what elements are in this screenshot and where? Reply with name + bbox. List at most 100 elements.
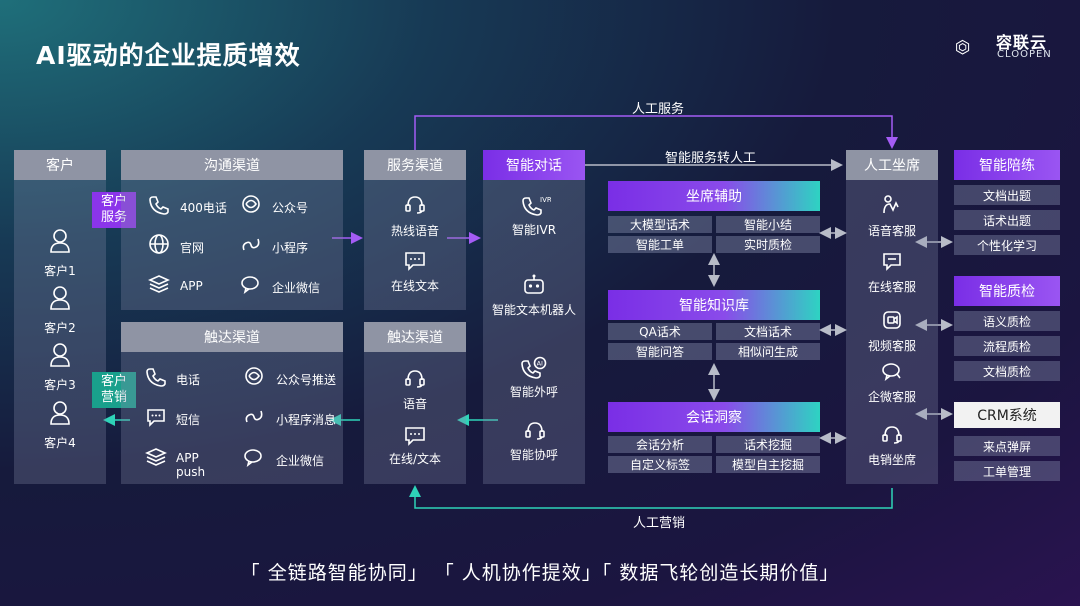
agent-item-voice: 语音客服 (867, 224, 916, 238)
training-header: 智能陪练 (954, 150, 1060, 180)
customer-2: 客户2 (44, 321, 76, 335)
comm-item-app: APP (180, 279, 203, 293)
smart-item-text-bot: 智能文本机器人 (491, 303, 576, 317)
kb-cell-smart-qa: 智能问答 (608, 343, 712, 360)
wechat-official-icon (245, 367, 263, 385)
chat-icon (405, 252, 425, 271)
assist-cell-llm-script: 大模型话术 (608, 216, 712, 233)
customer-panel (14, 150, 106, 484)
assist-cell-realtime-qc: 实时质检 (716, 236, 820, 253)
smart-dialog-header: 智能对话 (483, 150, 585, 180)
headset-icon (405, 370, 425, 388)
training-item-doc: 文档出题 (954, 185, 1060, 205)
page-title: AI驱动的企业提质增效 (36, 41, 301, 70)
smart-dialog-panel (483, 150, 585, 484)
manual-marketing-label: 人工营销 (633, 516, 686, 531)
svg-text:AI: AI (537, 360, 543, 368)
insight-cell-custom-tag: 自定义标签 (608, 456, 712, 473)
qc-item-process: 流程质检 (954, 336, 1060, 356)
user-icon (50, 343, 70, 367)
human-agent-header: 人工坐席 (846, 150, 938, 180)
video-agent-icon (883, 311, 901, 329)
manual-service-label: 人工服务 (632, 102, 685, 117)
reach-mid-item-online: 在线/文本 (388, 452, 442, 466)
crm-item-ticket: 工单管理 (954, 461, 1060, 481)
insight-cell-mining: 话术挖掘 (716, 436, 820, 453)
wecom-icon (241, 276, 259, 294)
agent-item-video: 视频客服 (867, 339, 916, 353)
sms-icon (147, 409, 165, 427)
wecom-agent-icon (882, 363, 901, 381)
agent-assist-header: 坐席辅助 (608, 181, 820, 211)
agent-item-online: 在线客服 (867, 280, 916, 294)
reach-item-phone: 电话 (176, 373, 201, 387)
service-channel-header: 服务渠道 (364, 150, 466, 180)
kb-cell-similar: 相似问生成 (716, 343, 820, 360)
user-icon (50, 286, 70, 310)
crm-header: CRM系统 (954, 402, 1060, 428)
smart-item-outbound: 智能外呼 (509, 385, 558, 399)
ivr-phone-icon: IVR (522, 196, 551, 216)
footer-slogan: 「 全链路智能协同」 「 人机协作提效」「 数据飞轮创造长期价值」 (240, 562, 840, 584)
smart-item-ivr: 智能IVR (511, 223, 557, 237)
qc-item-document: 文档质检 (954, 361, 1060, 381)
wechat-official-icon (242, 195, 260, 213)
session-insight-header: 会话洞察 (608, 402, 820, 432)
comm-item-wecom: 企业微信 (272, 281, 321, 295)
manual-service-line (414, 115, 898, 150)
qc-header: 智能质检 (954, 276, 1060, 306)
cloopen-logo-icon (956, 39, 970, 55)
service-item-online-text: 在线文本 (390, 279, 439, 293)
telesales-icon (882, 426, 902, 444)
mini-program-icon (242, 238, 260, 251)
agent-item-wecom: 企微客服 (867, 390, 916, 404)
reach-item-wecom: 企业微信 (276, 454, 325, 468)
brand-subtitle: CLOOPEN (997, 49, 1052, 60)
phone-icon (146, 368, 166, 387)
chat-icon (405, 427, 425, 446)
agent-item-telesales: 电销坐席 (867, 453, 916, 467)
manual-marketing-line (409, 485, 893, 509)
smart-item-assist: 智能协呼 (509, 448, 558, 462)
comm-item-mini: 小程序 (272, 241, 309, 255)
service-item-hotline: 热线语音 (390, 224, 439, 238)
comm-channel-header: 沟通渠道 (121, 150, 343, 180)
customer-3: 客户3 (44, 378, 76, 392)
mini-program-icon (245, 410, 263, 423)
layers-icon (148, 275, 170, 293)
customer-header: 客户 (14, 150, 106, 180)
training-item-script: 话术出题 (954, 210, 1060, 230)
user-icon (50, 401, 70, 425)
reach-item-sms: 短信 (176, 413, 201, 427)
ai-outbound-icon: AI (521, 356, 547, 379)
brand-name: 容联云 (996, 33, 1048, 52)
customer-marketing-tag: 客户营销 (92, 372, 136, 408)
ai-to-agent-label: 智能服务转人工 (665, 151, 757, 166)
globe-icon (149, 234, 169, 254)
reach-mid-item-voice: 语音 (402, 397, 427, 411)
comm-item-official: 公众号 (272, 201, 309, 215)
svg-text:IVR: IVR (540, 196, 551, 204)
reach-item-mini-msg: 小程序消息 (276, 413, 337, 427)
customer-service-tag: 客户服务 (92, 192, 136, 228)
assist-call-icon (525, 422, 545, 440)
reach-channel-mid-header: 触达渠道 (364, 322, 466, 352)
customer-1: 客户1 (44, 264, 76, 278)
online-agent-icon (883, 253, 901, 271)
reach-item-official-push: 公众号推送 (276, 373, 337, 387)
crm-item-popup: 来点弹屏 (954, 436, 1060, 456)
knowledge-base-header: 智能知识库 (608, 290, 820, 320)
kb-cell-qa: QA话术 (608, 323, 712, 340)
training-item-personal: 个性化学习 (954, 235, 1060, 255)
comm-item-400: 400电话 (180, 201, 227, 215)
comm-item-website: 官网 (180, 241, 205, 255)
reach-channel-header: 触达渠道 (121, 322, 343, 352)
robot-icon (524, 274, 544, 294)
user-icon (50, 229, 70, 253)
customer-4: 客户4 (44, 436, 76, 450)
insight-cell-model-mining: 模型自主挖掘 (716, 456, 820, 473)
assist-cell-summary: 智能小结 (716, 216, 820, 233)
headset-icon (405, 196, 425, 214)
